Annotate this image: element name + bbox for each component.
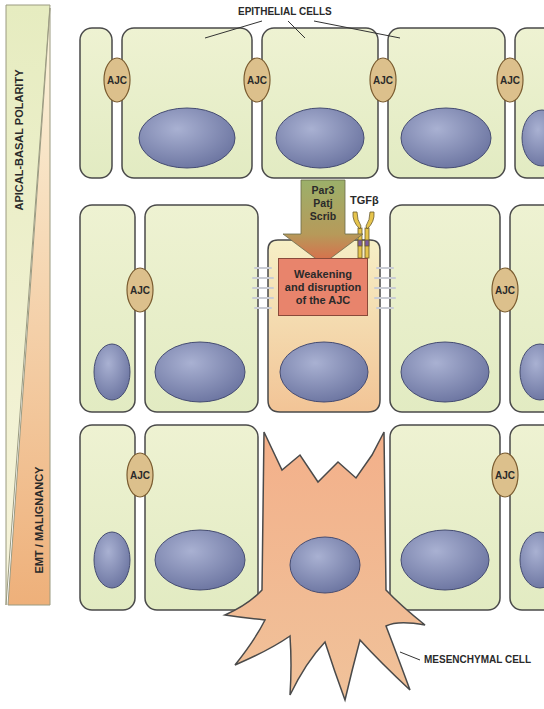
ellipse-shape [520, 532, 544, 588]
mesenchymal-cell [225, 432, 425, 700]
node-text: AJC [130, 470, 150, 481]
ellipse-shape [94, 344, 130, 400]
line-shape [253, 297, 273, 299]
node-text: EMT / MALIGNANCY [33, 467, 45, 574]
node-text: AJC [500, 75, 520, 86]
path-shape [366, 212, 374, 229]
ellipse-shape [520, 344, 544, 400]
rect-shape [80, 28, 112, 178]
node-text: Par3 Patj Scrib [301, 184, 345, 223]
line-shape [400, 652, 420, 660]
junction-oval: AJC [103, 57, 131, 103]
ellipse-shape [94, 532, 130, 588]
nuclei-row-1 [139, 108, 544, 168]
junction-oval: AJC [496, 57, 524, 103]
epithelial-row-1 [80, 28, 544, 178]
malignancy-wedge [8, 8, 50, 605]
line-shape [375, 277, 395, 279]
ellipse-shape [401, 342, 489, 402]
line-shape [288, 21, 305, 38]
line-shape [255, 267, 271, 269]
line-shape [205, 21, 262, 38]
rect-shape [80, 205, 135, 412]
line-shape [375, 297, 395, 299]
weakened-cell [268, 240, 380, 412]
rect-shape [145, 425, 258, 610]
ellipse-shape [522, 110, 544, 166]
junction-ellipse [244, 58, 270, 102]
junction-ellipse [127, 268, 153, 312]
line-shape [377, 267, 393, 269]
leader-lines [205, 21, 420, 660]
ellipse-shape [139, 108, 235, 168]
rect-shape [510, 425, 544, 610]
nuclei-row-3 [94, 530, 544, 593]
gradient-bar: EMT / MALIGNANCY [6, 5, 50, 605]
junction-oval: AJC [126, 452, 154, 498]
rect-shape [122, 28, 252, 178]
node-text: AJC [495, 285, 515, 296]
polarity-wedge [6, 5, 50, 605]
rect-shape [510, 205, 544, 412]
rect-shape [365, 228, 369, 258]
ellipse-shape [401, 108, 491, 168]
line-shape [314, 21, 400, 38]
node-text: AJC [107, 75, 127, 86]
ellipse-shape [155, 342, 245, 402]
line-shape [375, 287, 395, 289]
junction-oval: AJC [126, 267, 154, 313]
junction-oval: AJC [243, 57, 271, 103]
node-text: AJC [247, 75, 267, 86]
junction-ellipse [497, 58, 523, 102]
ellipse-shape [401, 530, 489, 590]
node-text: AJC [373, 75, 393, 86]
rect-shape [145, 205, 258, 412]
arrow-shape [283, 180, 363, 264]
node-text: AJC [130, 285, 150, 296]
junction-ellipse [492, 268, 518, 312]
rect-shape [390, 425, 500, 610]
rect-shape [80, 425, 135, 610]
ellipse-shape [290, 537, 360, 593]
rect-shape [365, 240, 369, 246]
rect-shape [388, 28, 505, 178]
ellipse-shape [280, 342, 368, 402]
part-label: EPITHELIAL CELLS [238, 6, 332, 17]
line-shape [255, 307, 271, 309]
junction-ellipse [370, 58, 396, 102]
node-text: Weakening and disruption of the AJC [278, 264, 368, 311]
nuclei-row-2 [94, 342, 544, 402]
node-text: AJC [495, 470, 515, 481]
junction-ellipse [492, 453, 518, 497]
junction-oval: AJC [369, 57, 397, 103]
rect-shape [358, 240, 362, 246]
disruption-box: Weakening and disruption of the AJC [278, 258, 368, 316]
ellipse-shape [276, 108, 364, 168]
part-label: MESENCHYMAL CELL [424, 654, 531, 665]
path-shape [353, 212, 361, 229]
box-fill [279, 259, 368, 316]
rect-shape [515, 28, 544, 178]
junction-ellipse [127, 453, 153, 497]
ellipse-shape [155, 530, 245, 590]
junction-oval: AJC [491, 452, 519, 498]
polarity-arrow: Par3 Patj Scrib [279, 180, 367, 264]
line-shape [253, 287, 273, 289]
junction-ellipse [104, 58, 130, 102]
line-shape [253, 277, 273, 279]
junction-oval: AJC [491, 267, 519, 313]
rect-shape [358, 228, 362, 258]
rect-shape [390, 205, 500, 412]
signal-label: TGFβ [350, 194, 379, 206]
line-shape [377, 307, 393, 309]
node-text: APICAL-BASAL POLARITY [13, 70, 25, 211]
rect-shape [262, 28, 378, 178]
